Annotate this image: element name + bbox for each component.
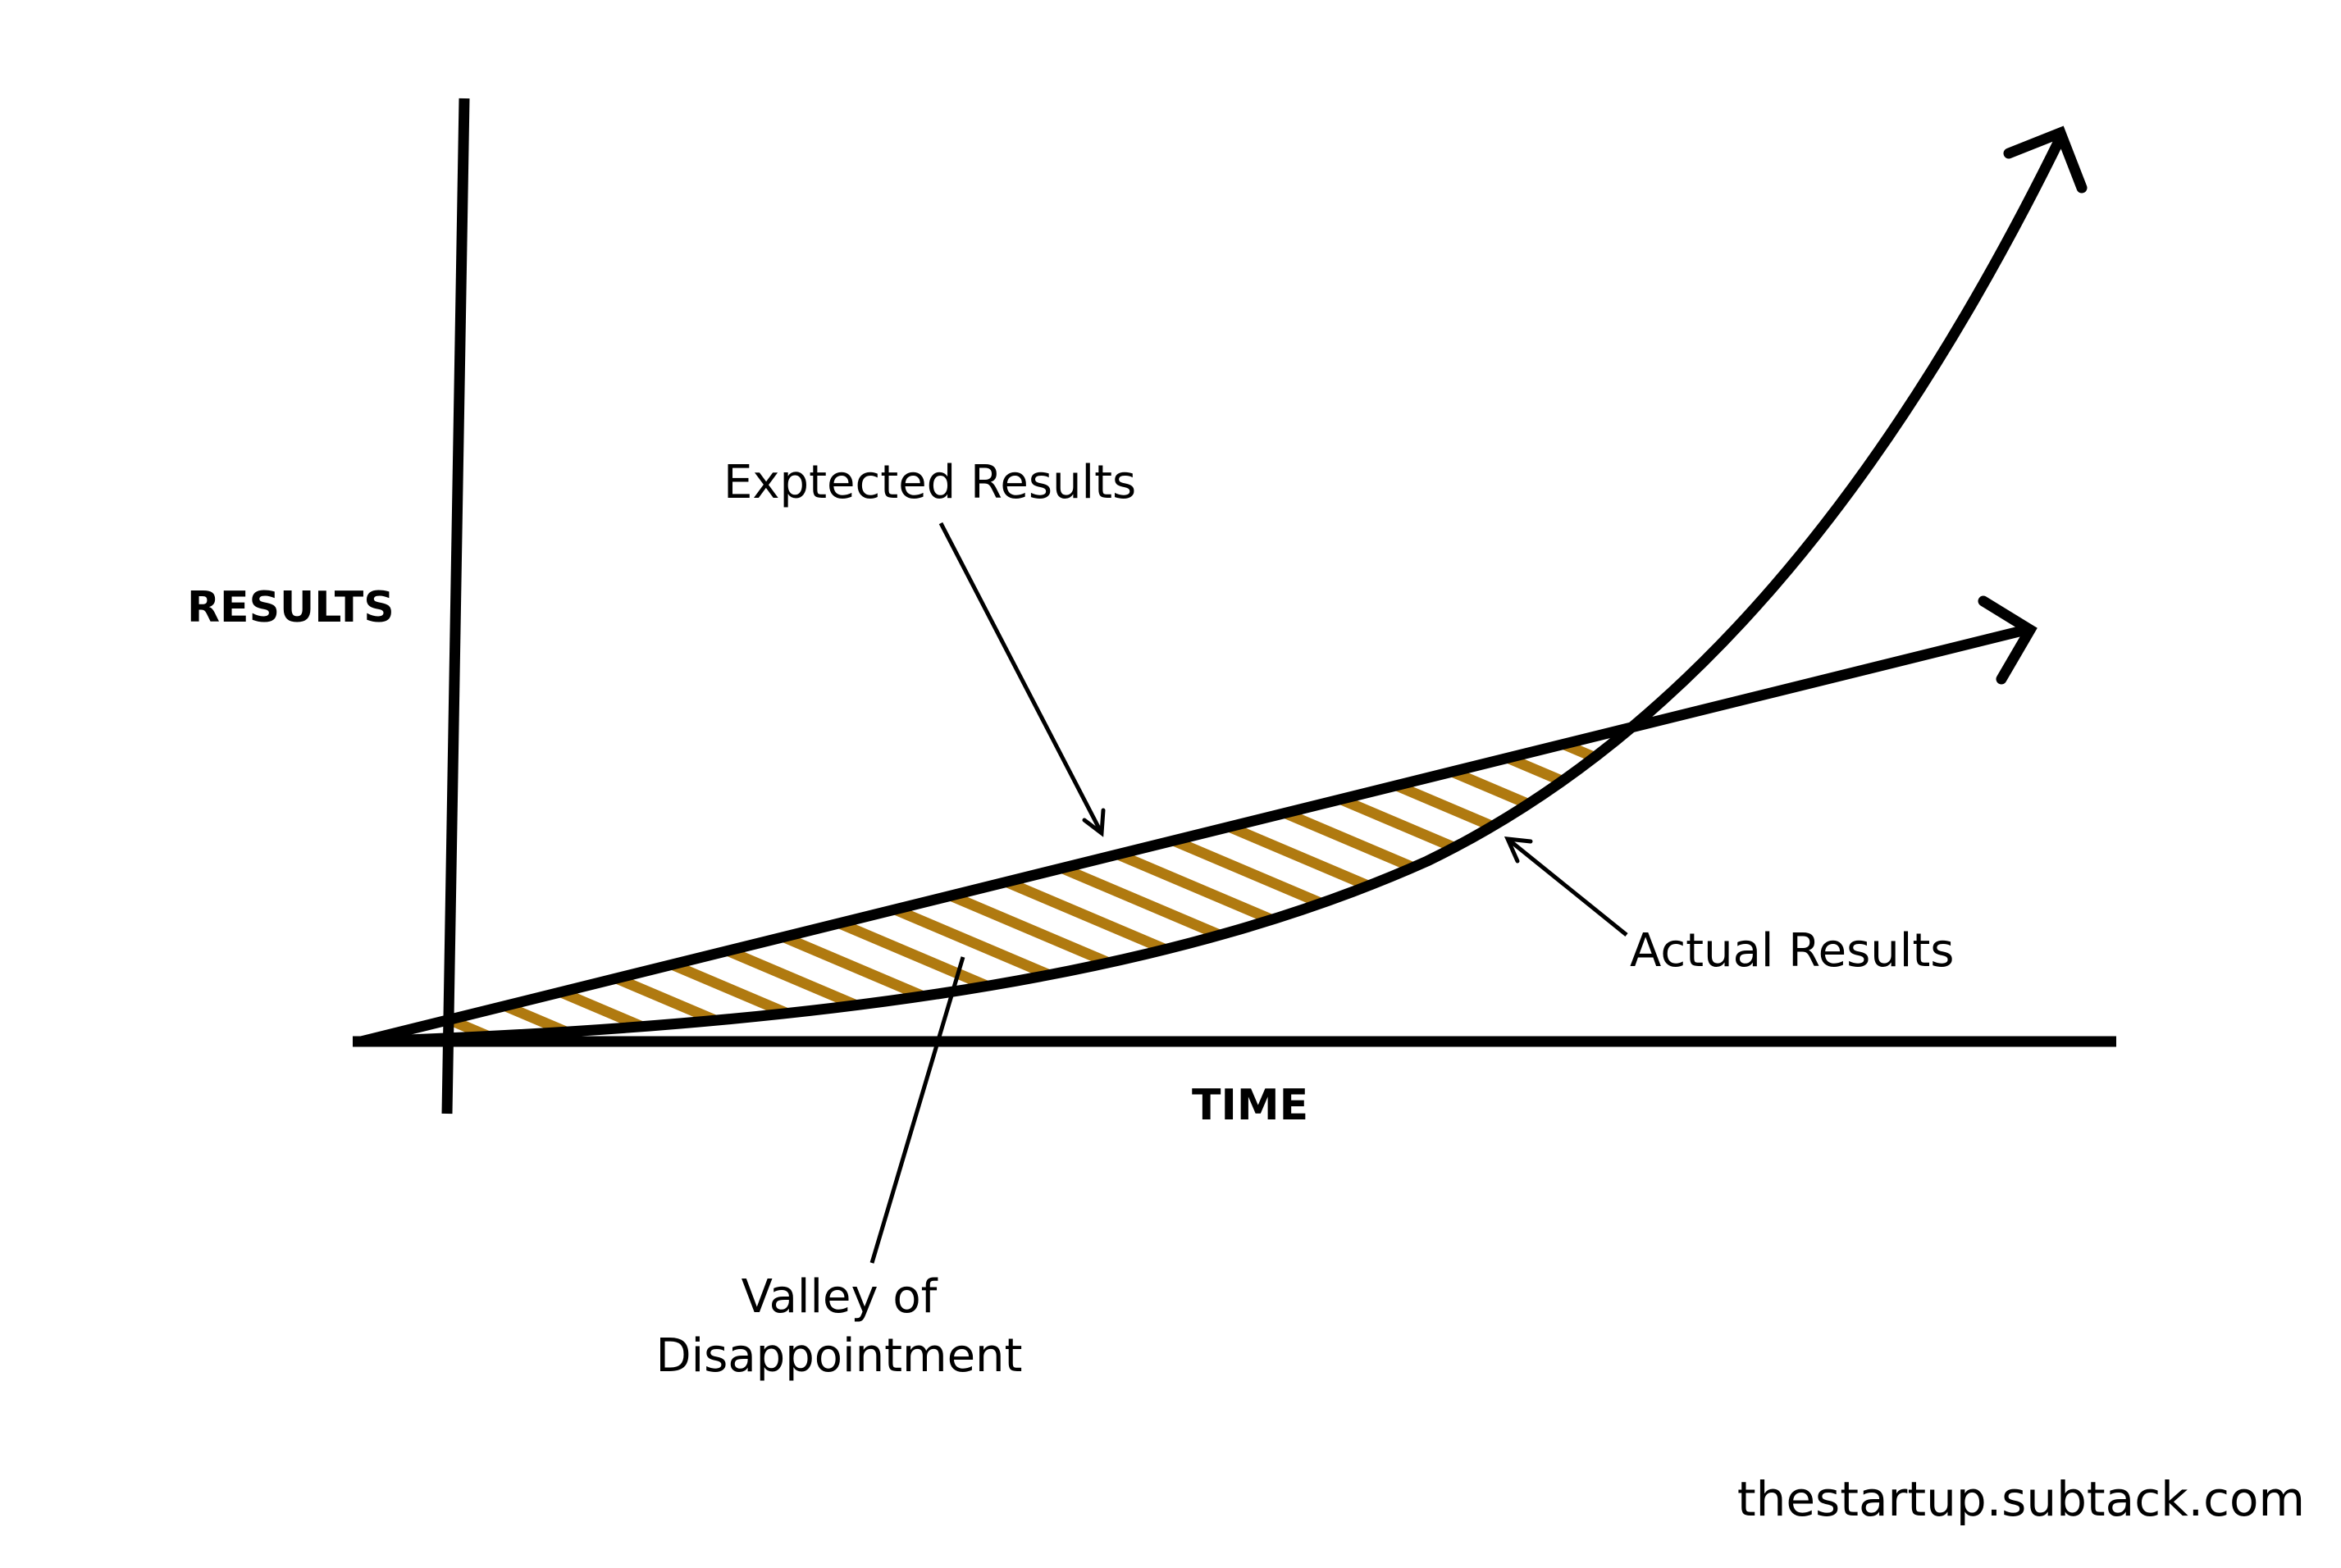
expected-pointer-line xyxy=(938,522,1104,835)
watermark-text: thestartup.subtack.com xyxy=(1737,1471,2305,1527)
actual-results-label: Actual Results xyxy=(1630,924,1954,978)
expected-pointer-arrowhead xyxy=(1082,808,1106,837)
valley-label-line2: Disappointment xyxy=(656,1329,1023,1383)
actual-pointer-arrowhead xyxy=(1504,836,1533,864)
actual-results-curve xyxy=(355,132,2066,1047)
valley-pointer-line xyxy=(869,956,965,1264)
actual-pointer-line xyxy=(1506,837,1628,937)
y-axis-label: RESULTS xyxy=(187,583,395,632)
expected-results-arrowhead xyxy=(1978,595,2038,685)
expected-results-label: Exptected Results xyxy=(723,456,1136,509)
expected-results-line xyxy=(355,624,2032,1047)
x-axis-label: TIME xyxy=(1192,1081,1308,1130)
y-axis-line xyxy=(441,98,470,1114)
actual-results-arrowhead xyxy=(2003,125,2088,194)
valley-label-line1: Valley of xyxy=(742,1270,938,1324)
